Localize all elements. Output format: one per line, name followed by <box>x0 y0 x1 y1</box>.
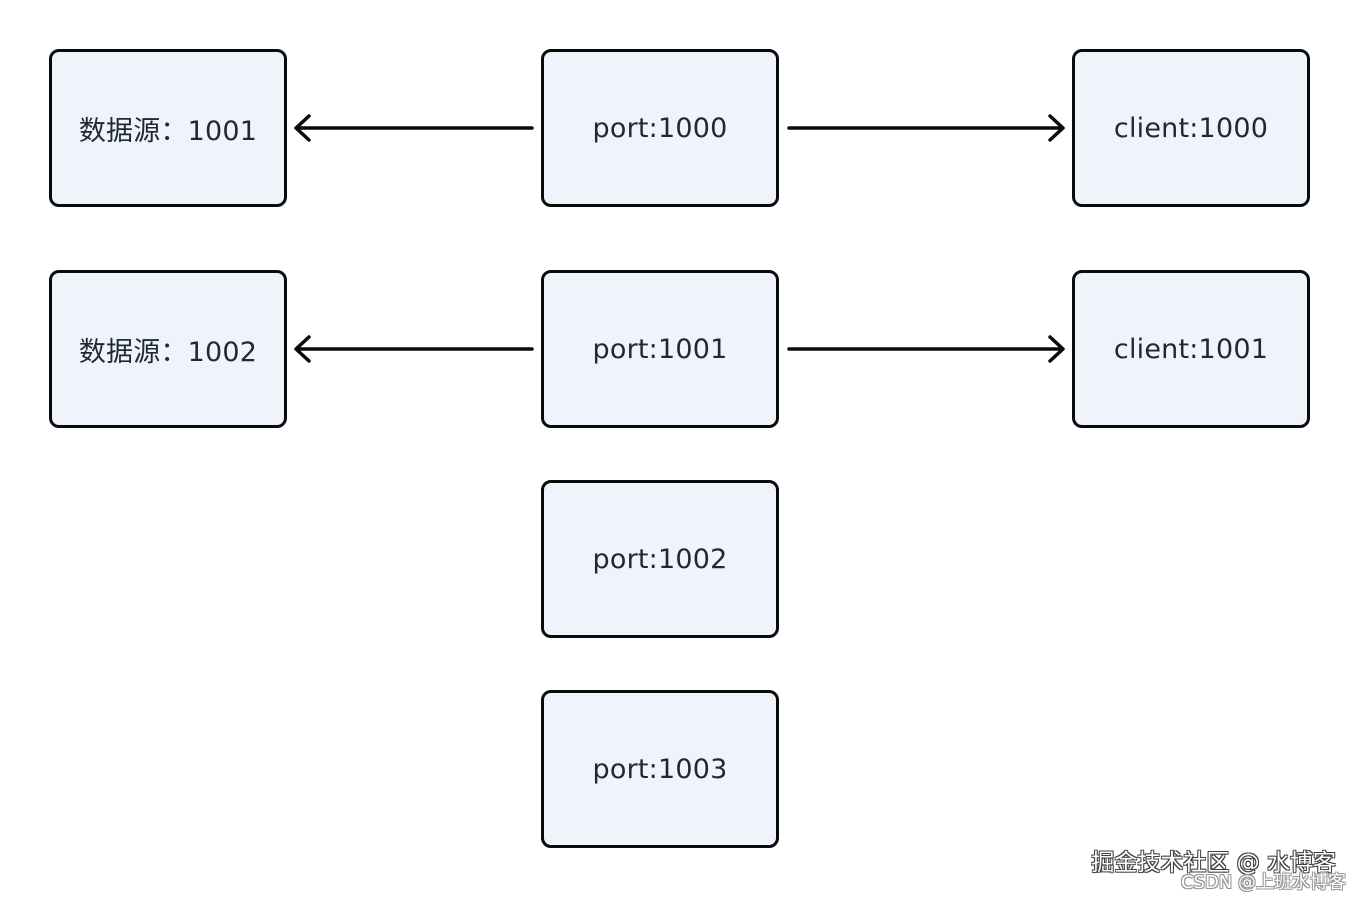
arrowhead-right-icon <box>1048 335 1065 363</box>
node-port-1002: port:1002 <box>541 480 779 638</box>
arrowhead-right-icon <box>1048 114 1065 142</box>
node-port-1003: port:1003 <box>541 690 779 848</box>
node-client-1000: client:1000 <box>1072 49 1310 207</box>
node-port-1000: port:1000 <box>541 49 779 207</box>
arrowhead-left-icon <box>294 335 311 363</box>
node-client-1001: client:1001 <box>1072 270 1310 428</box>
edge-port1001-to-source1002 <box>294 335 534 363</box>
node-port-1001: port:1001 <box>541 270 779 428</box>
node-source-1001: 数据源：1001 <box>49 49 287 207</box>
edge-port1000-to-source1001 <box>294 114 534 142</box>
watermark-juejin: 掘金技术社区 @ 水博客 <box>1091 850 1336 876</box>
edge-port1001-to-client1001 <box>787 335 1065 363</box>
node-source-1002: 数据源：1002 <box>49 270 287 428</box>
arrowhead-left-icon <box>294 114 311 142</box>
edge-port1000-to-client1000 <box>787 114 1065 142</box>
watermark-csdn: CSDN @上班水博客 <box>1180 872 1346 893</box>
